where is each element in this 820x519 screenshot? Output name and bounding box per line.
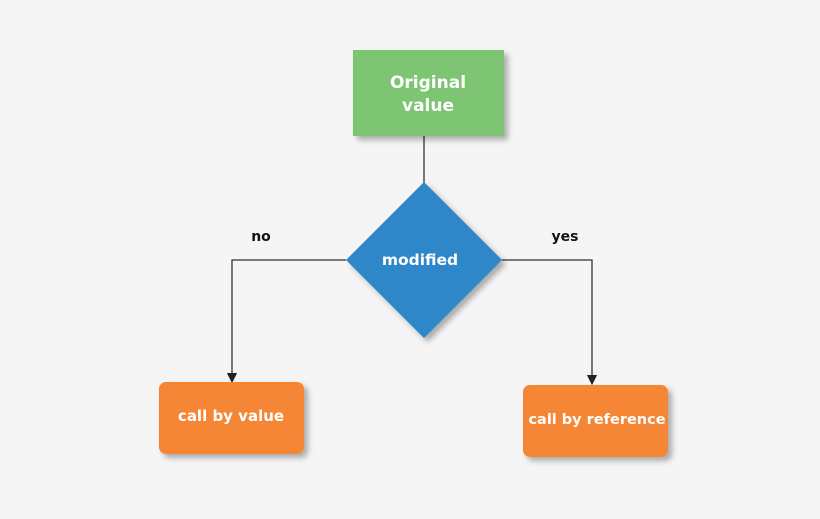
result-left-label: call by value	[178, 407, 284, 425]
decision-node: modified	[346, 182, 502, 338]
branch-yes-label: yes	[552, 229, 579, 245]
result-node-call-by-reference: call by reference	[523, 385, 668, 457]
connector-yes-branch	[502, 259, 598, 386]
start-node-label-line1: Original	[390, 73, 466, 93]
decision-node-label: modified	[382, 251, 458, 269]
start-node: Original value	[353, 50, 504, 136]
start-node-label-line2: value	[402, 96, 454, 116]
result-node-call-by-value: call by value	[159, 382, 304, 454]
branch-no-label: no	[251, 229, 271, 245]
result-right-label: call by reference	[528, 412, 665, 428]
connector-no-branch	[226, 259, 346, 384]
